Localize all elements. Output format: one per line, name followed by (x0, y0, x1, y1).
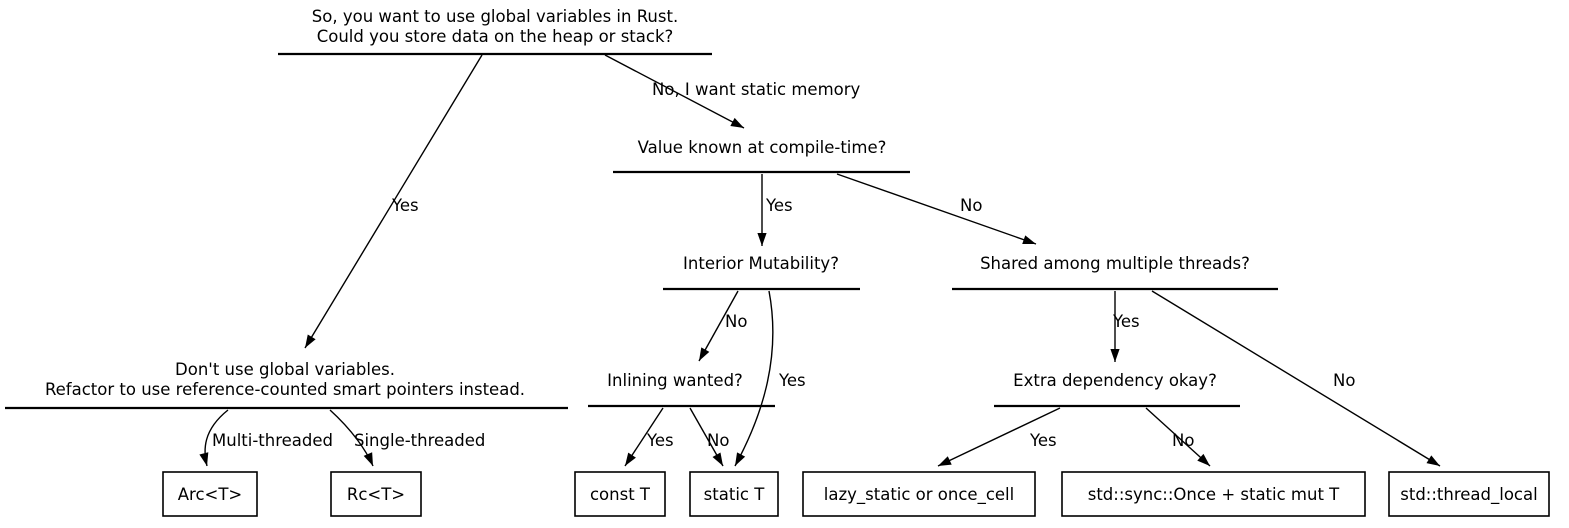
edge-line (1151, 290, 1441, 467)
edge-label-inlining-to-static-t: No (707, 431, 729, 450)
edge-line (937, 407, 1061, 467)
arrowhead-icon (363, 452, 373, 466)
terminal-box-label: Rc<T> (347, 485, 405, 504)
arrowhead-icon (712, 452, 723, 466)
decision-nodes-layer: So, you want to use global variables in … (5, 7, 1278, 410)
terminal-box-outline (1061, 471, 1366, 517)
edge-shared-threads-to-thread-local (1151, 290, 1441, 467)
terminal-box-static-t[interactable]: static T (689, 471, 779, 517)
edge-label-root-to-dont-use: Yes (391, 196, 419, 215)
node-text-line1: Don't use global variables. (175, 360, 395, 379)
node-text-line1: Extra dependency okay? (1013, 371, 1217, 390)
terminal-box-outline (162, 471, 258, 517)
decision-node-value-known-at-compile-time[interactable]: Value known at compile-time? (613, 138, 910, 174)
terminal-box-arc-t[interactable]: Arc<T> (162, 471, 258, 517)
terminal-box-outline (330, 471, 422, 517)
decision-node-extra-dependency-okay[interactable]: Extra dependency okay? (994, 371, 1240, 408)
terminal-box-label: std::thread_local (1400, 485, 1537, 505)
edge-line (734, 290, 774, 467)
edge-root-to-value-known (604, 54, 745, 129)
terminal-box-rc-t[interactable]: Rc<T> (330, 471, 422, 517)
decision-node-inlining-wanted[interactable]: Inlining wanted? (588, 371, 775, 408)
edge-inlining-to-const-t (624, 407, 664, 467)
edge-line (836, 173, 1037, 245)
terminal-box-outline (1388, 471, 1550, 517)
terminal-box-lazy-static-or-once-cell[interactable]: lazy_static or once_cell (802, 471, 1036, 517)
terminal-box-label: lazy_static or once_cell (824, 485, 1014, 505)
arrowhead-icon (625, 452, 636, 466)
decision-node-shared-among-multiple-threads[interactable]: Shared among multiple threads? (952, 254, 1278, 291)
node-text-line1: Inlining wanted? (607, 371, 743, 390)
edge-line (1145, 407, 1211, 467)
edge-extra-dep-to-lazy-static (937, 407, 1061, 467)
edge-label-value-known-to-shared-threads: No (960, 196, 982, 215)
edge-extra-dep-to-std-sync-once (1145, 407, 1211, 467)
node-text-line1: So, you want to use global variables in … (312, 7, 678, 26)
arrowhead-icon (1197, 453, 1210, 466)
terminal-box-std-thread-local[interactable]: std::thread_local (1388, 471, 1550, 517)
edge-line (304, 54, 483, 349)
edge-inlining-to-static-t (689, 407, 724, 467)
edge-line (604, 54, 745, 129)
terminal-box-label: const T (590, 485, 651, 504)
terminal-boxes-layer: Arc<T> Rc<T> const T static T lazy_static or… (162, 471, 1550, 517)
node-text-line1: Value known at compile-time? (638, 138, 887, 157)
edge-interior-mut-to-static-t (734, 290, 774, 467)
terminal-box-label: Arc<T> (178, 485, 243, 504)
arrowhead-icon (1426, 455, 1440, 466)
terminal-box-outline (802, 471, 1036, 517)
edge-label-shared-threads-to-extra-dep: Yes (1112, 312, 1140, 331)
edge-label-interior-mut-to-inlining: No (725, 312, 747, 331)
edge-label-extra-dep-to-std-sync-once: No (1172, 431, 1194, 450)
edge-line (698, 290, 739, 362)
decision-node-interior-mutability[interactable]: Interior Mutability? (663, 254, 860, 291)
edge-label-dont-use-to-rc-t: Single-threaded (354, 431, 485, 450)
terminal-box-const-t[interactable]: const T (574, 471, 666, 517)
terminal-box-label: std::sync::Once + static mut T (1088, 485, 1340, 504)
edge-label-dont-use-to-arc-t: Multi-threaded (212, 431, 333, 450)
edge-interior-mut-to-inlining (698, 290, 739, 362)
arrowhead-icon (938, 456, 952, 466)
decision-node-dont-use-globals[interactable]: Don't use global variables.Refactor to u… (5, 360, 568, 410)
edge-label-inlining-to-const-t: Yes (646, 431, 674, 450)
edge-label-shared-threads-to-thread-local: No (1333, 371, 1355, 390)
arrowhead-icon (757, 233, 767, 246)
node-text-line1: Interior Mutability? (683, 254, 839, 273)
terminal-box-std-sync-once[interactable]: std::sync::Once + static mut T (1061, 471, 1366, 517)
terminal-box-label: static T (704, 485, 766, 504)
edge-label-value-known-to-interior-mut: Yes (765, 196, 793, 215)
edge-shared-threads-to-extra-dep (1110, 291, 1120, 362)
edge-dont-use-to-arc-t (199, 409, 229, 467)
arrowhead-icon (1110, 349, 1120, 362)
arrowhead-icon (1022, 235, 1036, 245)
arrowhead-icon (735, 452, 746, 466)
node-text-line1: Shared among multiple threads? (980, 254, 1250, 273)
arrowhead-icon (199, 452, 209, 466)
decision-node-root[interactable]: So, you want to use global variables in … (278, 7, 712, 56)
terminal-box-outline (689, 471, 779, 517)
terminal-box-outline (574, 471, 666, 517)
edge-label-extra-dep-to-lazy-static: Yes (1029, 431, 1057, 450)
node-text-line2: Could you store data on the heap or stac… (317, 27, 674, 46)
arrowhead-icon (730, 117, 744, 128)
edge-dont-use-to-rc-t (329, 409, 374, 467)
edge-label-root-to-value-known: No, I want static memory (652, 80, 861, 99)
arrowhead-icon (305, 334, 316, 348)
edges-layer (199, 54, 1441, 467)
node-text-line2: Refactor to use reference-counted smart … (45, 380, 525, 399)
edge-label-interior-mut-to-static-t: Yes (778, 371, 806, 390)
edge-value-known-to-shared-threads (836, 173, 1037, 245)
edge-value-known-to-interior-mut (757, 174, 767, 246)
edge-root-to-dont-use (304, 54, 483, 349)
arrowhead-icon (699, 347, 710, 361)
